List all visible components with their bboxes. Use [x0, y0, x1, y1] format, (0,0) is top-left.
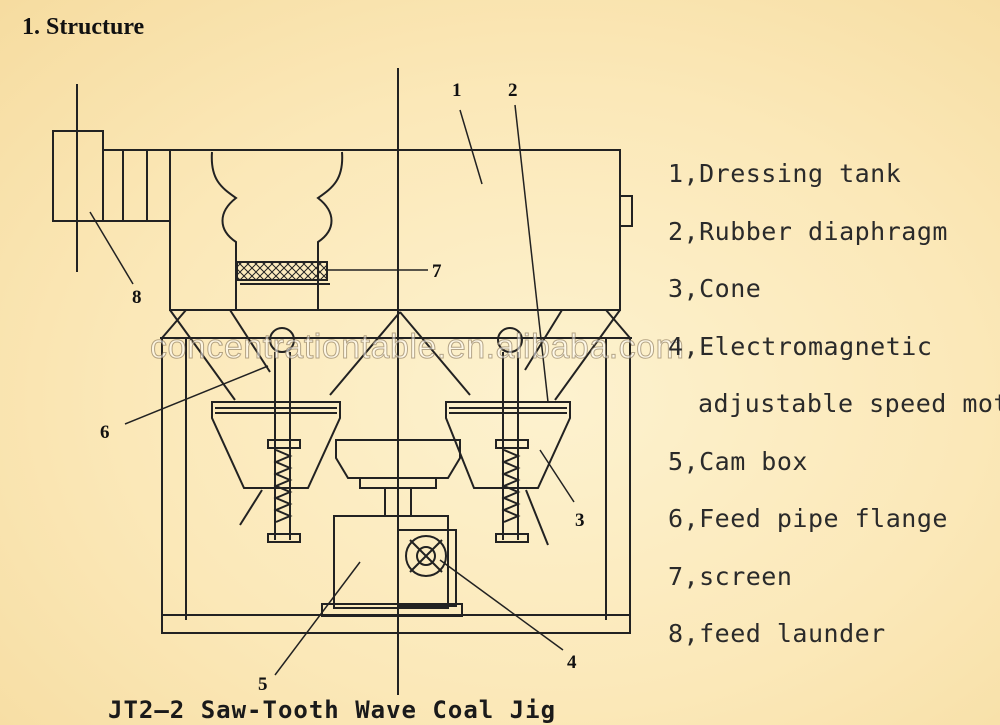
feed-chute — [210, 151, 344, 310]
callout-3: 3 — [575, 510, 585, 531]
callout-8: 8 — [132, 287, 142, 308]
callout-4: 4 — [567, 652, 577, 673]
dressing-tank — [169, 149, 633, 311]
legend-item: 8,feed launder — [668, 619, 886, 648]
legend-item: 5,Cam box — [668, 446, 808, 476]
callout-5: 5 — [258, 674, 268, 695]
left-rod-assembly — [239, 327, 301, 543]
watermark: concentrationtable.en.alibaba.com — [149, 328, 685, 367]
diagram-caption: JT2—2 Saw-Tooth Wave Coal Jig — [108, 696, 557, 724]
motor — [397, 529, 457, 607]
legend-item: 2,Rubber diaphragm — [668, 216, 948, 246]
legend-item: 3,Cone — [668, 274, 762, 303]
callout-1: 1 — [452, 80, 462, 101]
callout-6: 6 — [100, 422, 110, 443]
right-cone — [445, 401, 571, 489]
legend-list: 1,Dressing tank 2,Rubber diaphragm 3,Con… — [668, 152, 1000, 670]
legend-item: 7,screen — [668, 561, 793, 591]
center-tray — [335, 439, 461, 517]
legend-item: 1,Dressing tank — [668, 159, 902, 188]
feed-launder — [52, 84, 170, 272]
section-heading: 1. Structure — [22, 14, 145, 40]
leader-lines — [89, 104, 575, 676]
right-rod-assembly — [495, 327, 549, 546]
cam-box — [321, 515, 463, 617]
callout-2: 2 — [508, 80, 518, 101]
screen-mesh — [236, 261, 328, 281]
legend-item: 4,Electromagnetic — [668, 331, 933, 361]
legend-item: 6,Feed pipe flange — [668, 504, 948, 533]
callout-7: 7 — [432, 261, 442, 282]
legend-item: adjustable speed motor — [698, 389, 1000, 418]
